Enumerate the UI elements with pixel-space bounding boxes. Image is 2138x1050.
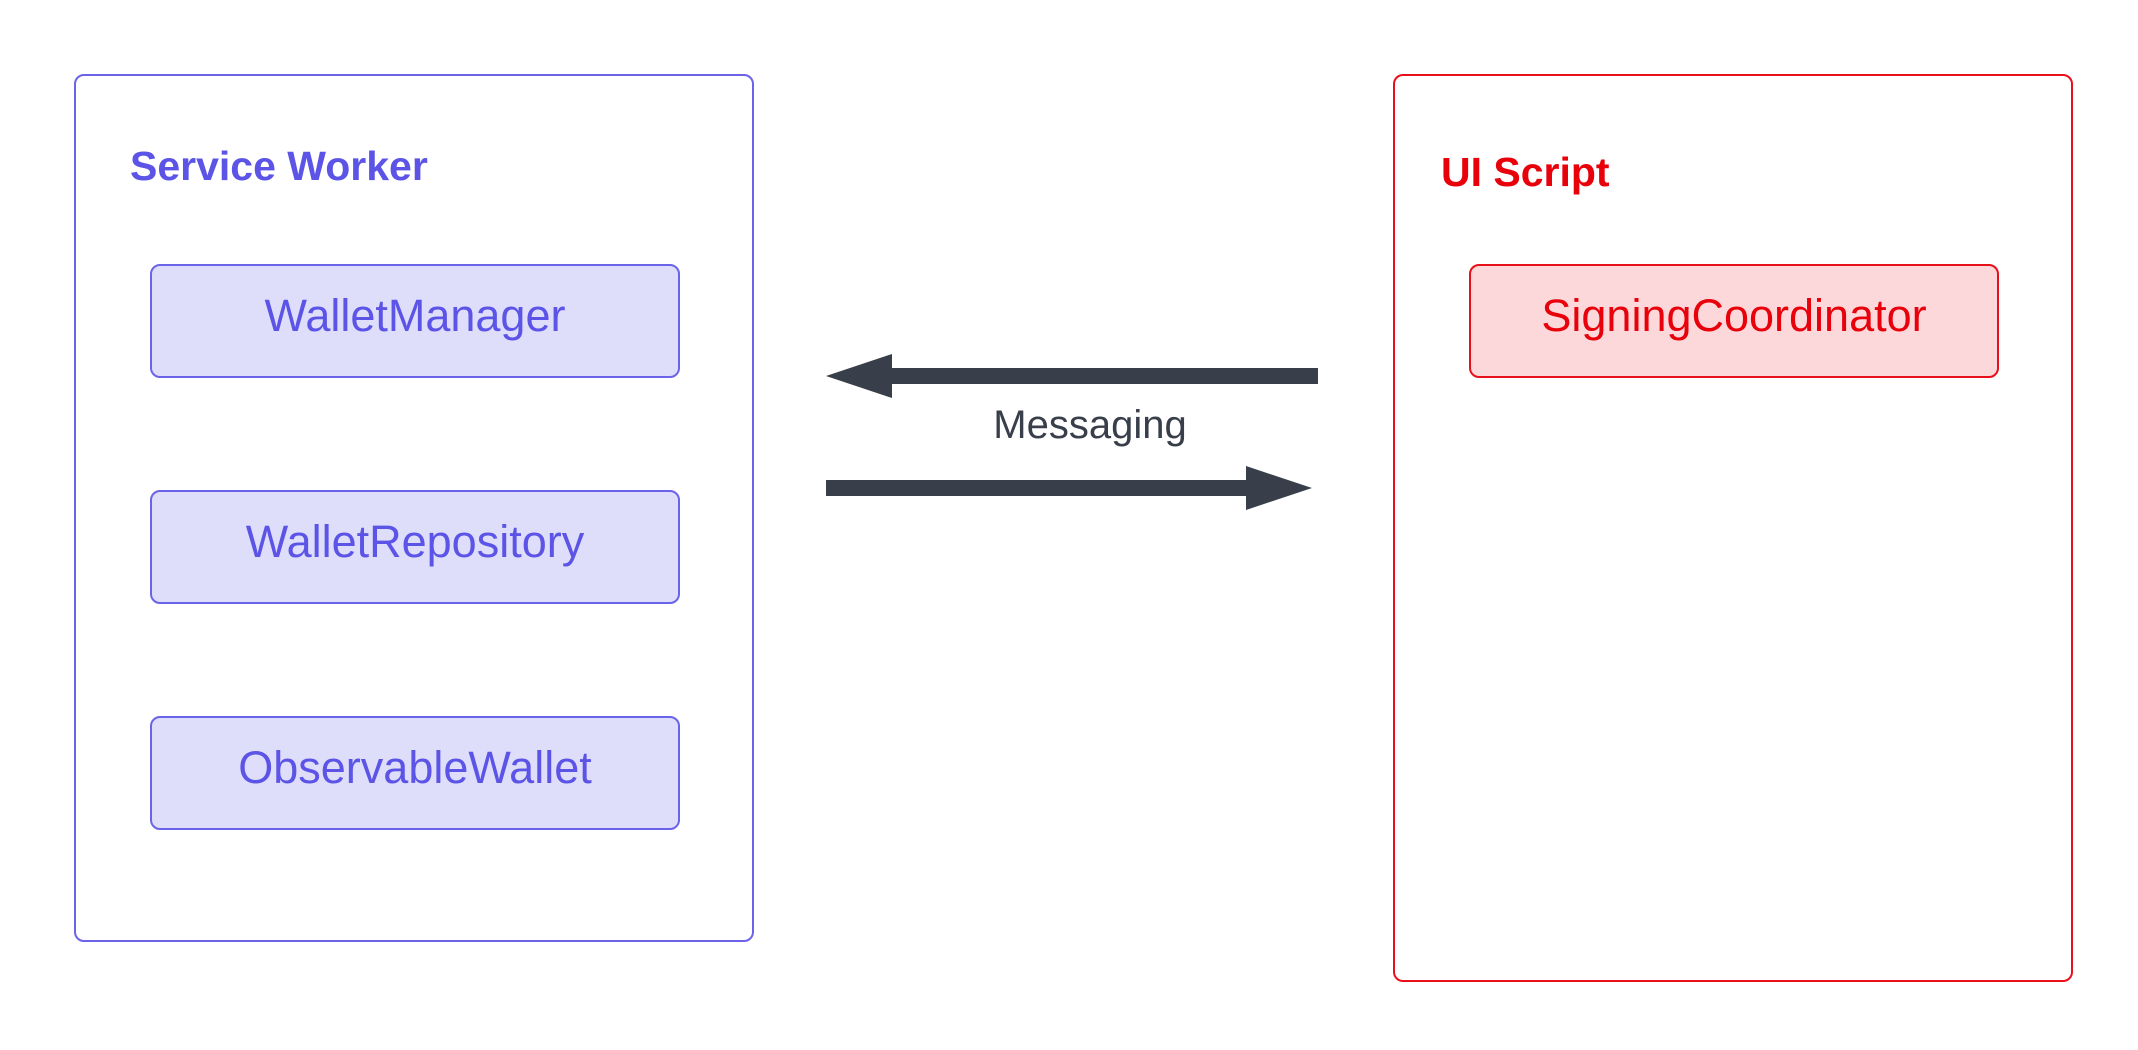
service-worker-title: Service Worker xyxy=(130,143,428,189)
wallet-repository-box: WalletRepository xyxy=(150,490,680,604)
arrow-left-to-service-worker xyxy=(826,354,1318,398)
service-worker-group: Service Worker WalletManager WalletRepos… xyxy=(74,74,754,942)
signing-coordinator-box: SigningCoordinator xyxy=(1469,264,1999,378)
ui-script-title: UI Script xyxy=(1441,149,1610,195)
messaging-label: Messaging xyxy=(993,403,1187,447)
arrow-right-to-ui-script xyxy=(826,466,1312,510)
observable-wallet-box: ObservableWallet xyxy=(150,716,680,830)
wallet-manager-box: WalletManager xyxy=(150,264,680,378)
ui-script-group: UI Script SigningCoordinator xyxy=(1393,74,2073,982)
